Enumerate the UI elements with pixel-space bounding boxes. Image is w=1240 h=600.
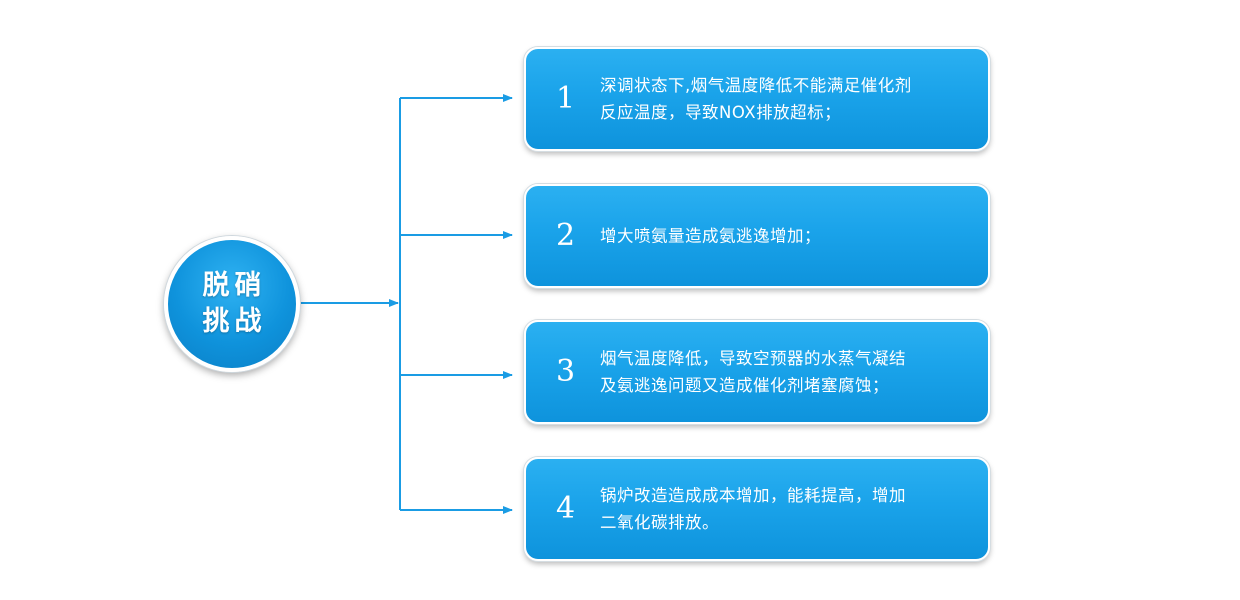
challenge-text-2: 增大喷氨量造成氨逃逸增加； bbox=[600, 223, 970, 250]
challenge-card-1: 1 深调状态下,烟气温度降低不能满足催化剂 反应温度，导致NOX排放超标； bbox=[524, 47, 990, 151]
challenge-text-4-line-1: 锅炉改造造成成本增加，能耗提高，增加 bbox=[600, 486, 906, 505]
challenge-text-2-line-1: 增大喷氨量造成氨逃逸增加； bbox=[600, 226, 821, 246]
challenge-text-1-line-2: 反应温度，导致NOX排放超标； bbox=[600, 103, 842, 122]
central-topic-line-2: 挑战 bbox=[202, 306, 267, 337]
challenge-card-3: 3 烟气温度降低，导致空预器的水蒸气凝结 及氨逃逸问题又造成催化剂堵塞腐蚀； bbox=[524, 320, 990, 424]
challenge-text-1: 深调状态下,烟气温度降低不能满足催化剂 反应温度，导致NOX排放超标； bbox=[600, 72, 970, 126]
challenge-text-3-line-1: 烟气温度降低，导致空预器的水蒸气凝结 bbox=[600, 349, 906, 368]
challenge-text-1-line-1: 深调状态下,烟气温度降低不能满足催化剂 bbox=[600, 76, 912, 95]
challenge-text-4: 锅炉改造造成成本增加，能耗提高，增加 二氧化碳排放。 bbox=[600, 482, 970, 536]
challenge-number-3: 3 bbox=[556, 354, 576, 389]
challenge-text-3-line-2: 及氨逃逸问题又造成催化剂堵塞腐蚀； bbox=[600, 376, 889, 395]
challenge-text-3: 烟气温度降低，导致空预器的水蒸气凝结 及氨逃逸问题又造成催化剂堵塞腐蚀； bbox=[600, 345, 970, 399]
challenge-card-2: 2 增大喷氨量造成氨逃逸增加； bbox=[524, 184, 990, 288]
challenge-number-4: 4 bbox=[556, 491, 576, 526]
challenge-number-2: 2 bbox=[556, 218, 576, 253]
central-topic-line-1: 脱硝 bbox=[202, 270, 267, 301]
challenge-card-4: 4 锅炉改造造成成本增加，能耗提高，增加 二氧化碳排放。 bbox=[524, 457, 990, 561]
challenge-number-1: 1 bbox=[556, 81, 576, 116]
central-topic-circle: 脱硝 挑战 bbox=[164, 236, 300, 372]
challenge-text-4-line-2: 二氧化碳排放。 bbox=[600, 513, 719, 532]
